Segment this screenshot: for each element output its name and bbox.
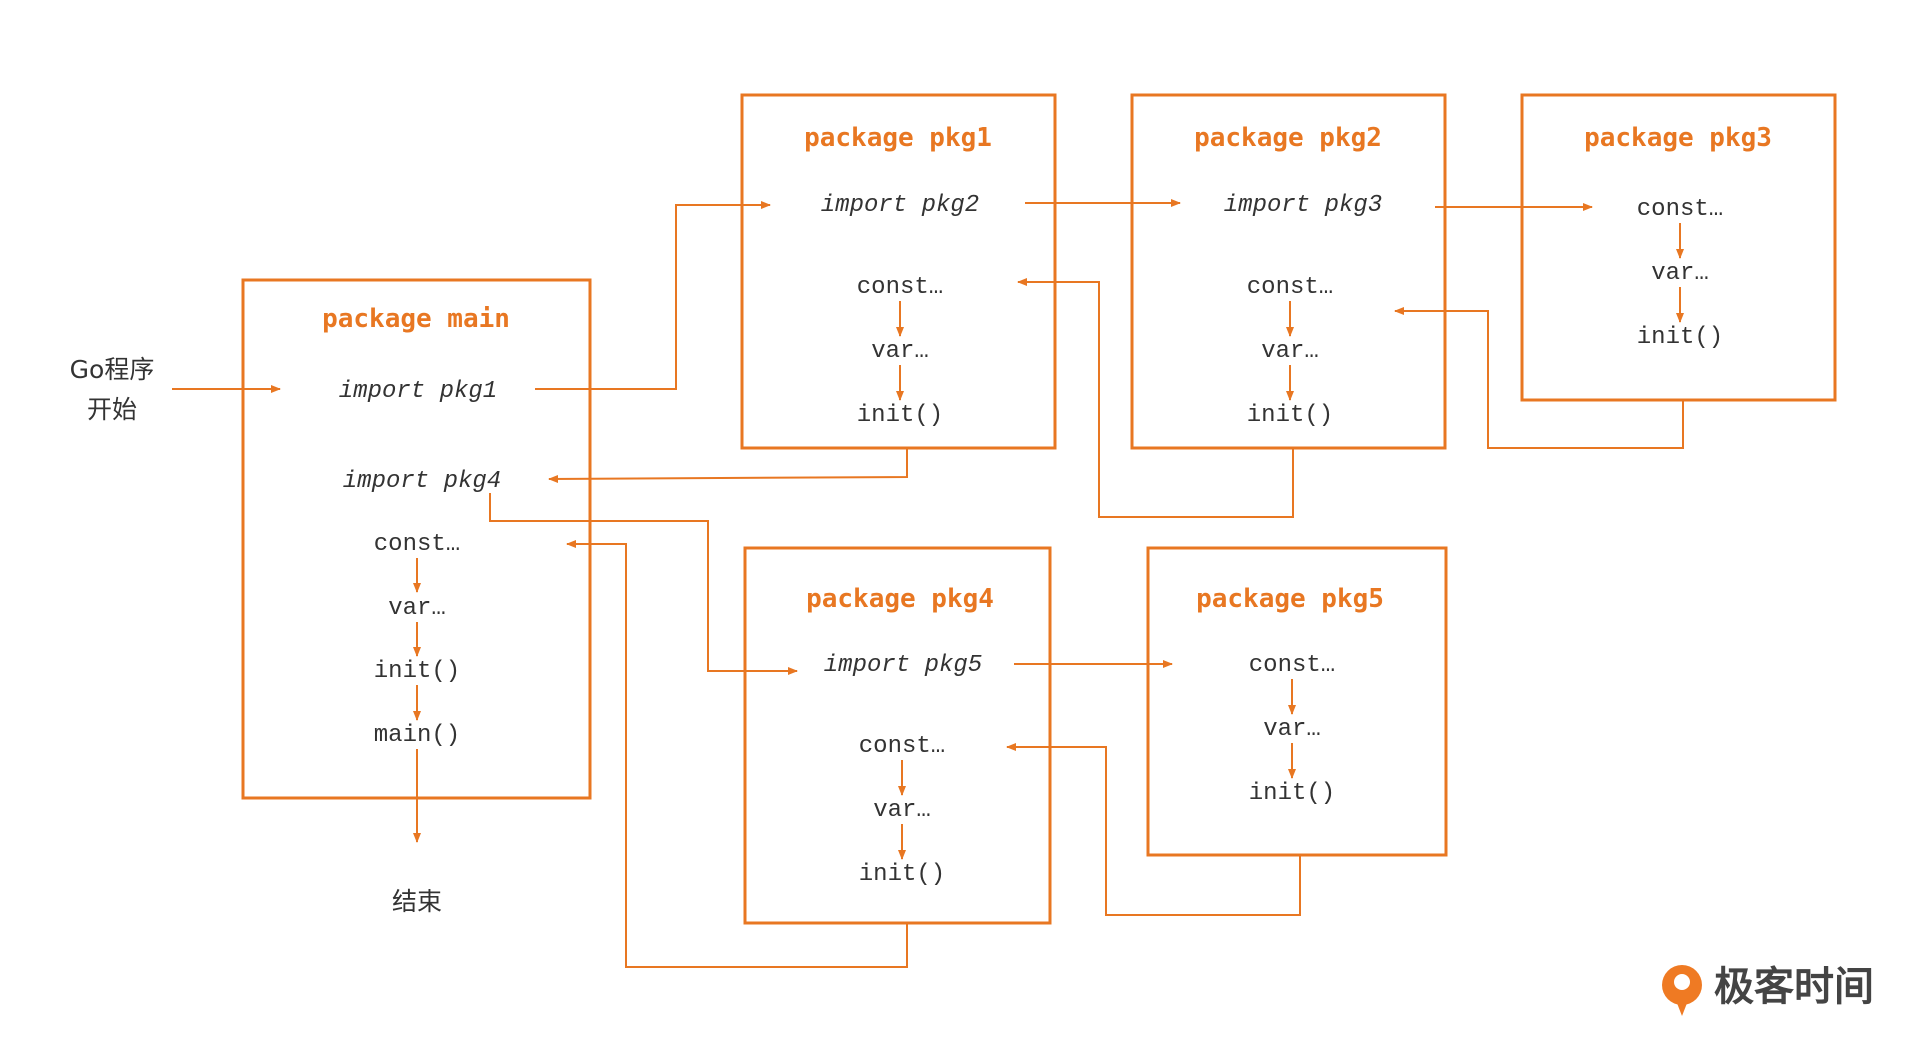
pkg2-return-to-pkg1-arrow xyxy=(1017,278,1294,518)
package-main-title: package main xyxy=(322,304,510,334)
start-label-line1: Go程序 xyxy=(70,355,155,384)
package-pkg4-box xyxy=(743,546,1052,925)
main-import-pkg1-arrow xyxy=(535,201,771,390)
end-label: 结束 xyxy=(392,887,442,916)
package-pkg5-box xyxy=(1146,546,1448,857)
pkg2-init: init() xyxy=(1247,402,1333,429)
pkg4-import-pkg5: import pkg5 xyxy=(824,652,982,679)
package-pkg3-box xyxy=(1520,93,1837,402)
main-var: var… xyxy=(388,595,446,622)
package-pkg2-title: package pkg2 xyxy=(1194,123,1382,153)
main-main-func: main() xyxy=(374,722,460,749)
main-const: const… xyxy=(374,531,460,558)
geektime-logo-text: 极客时间 xyxy=(1714,964,1874,1010)
pkg1-var: var… xyxy=(871,338,929,365)
package-pkg3-title: package pkg3 xyxy=(1584,123,1772,153)
main-import-pkg4: import pkg4 xyxy=(343,468,501,495)
package-pkg2-box xyxy=(1130,93,1447,450)
pkg2-const: const… xyxy=(1247,274,1333,301)
geektime-logo-icon xyxy=(1662,965,1702,1016)
package-pkg1-box xyxy=(740,93,1057,450)
package-pkg4-title: package pkg4 xyxy=(806,584,994,614)
start-label-line2: 开始 xyxy=(87,395,137,424)
pkg1-import-pkg2: import pkg2 xyxy=(821,192,979,219)
main-import-pkg1: import pkg1 xyxy=(339,378,497,405)
pkg5-return-to-pkg4-arrow xyxy=(1006,743,1301,916)
pkg3-return-to-pkg2-arrow xyxy=(1394,307,1684,449)
pkg2-import-pkg3: import pkg3 xyxy=(1224,192,1382,219)
main-init: init() xyxy=(374,658,460,685)
pkg1-const: const… xyxy=(857,274,943,301)
pkg4-return-to-main-arrow xyxy=(566,540,908,968)
main-import-pkg4-arrow xyxy=(489,493,798,675)
pkg5-init: init() xyxy=(1249,780,1335,807)
pkg1-init: init() xyxy=(857,402,943,429)
pkg5-const: const… xyxy=(1249,652,1335,679)
pkg1-return-to-main-arrow xyxy=(548,448,908,483)
pkg5-var: var… xyxy=(1263,716,1321,743)
pkg3-const: const… xyxy=(1637,196,1723,223)
pkg4-var: var… xyxy=(873,797,931,824)
pkg2-var: var… xyxy=(1261,338,1319,365)
pkg4-init: init() xyxy=(859,861,945,888)
pkg3-init: init() xyxy=(1637,324,1723,351)
package-pkg1-title: package pkg1 xyxy=(804,123,992,153)
pkg3-var: var… xyxy=(1651,260,1709,287)
package-pkg5-title: package pkg5 xyxy=(1196,584,1384,614)
pkg4-const: const… xyxy=(859,733,945,760)
